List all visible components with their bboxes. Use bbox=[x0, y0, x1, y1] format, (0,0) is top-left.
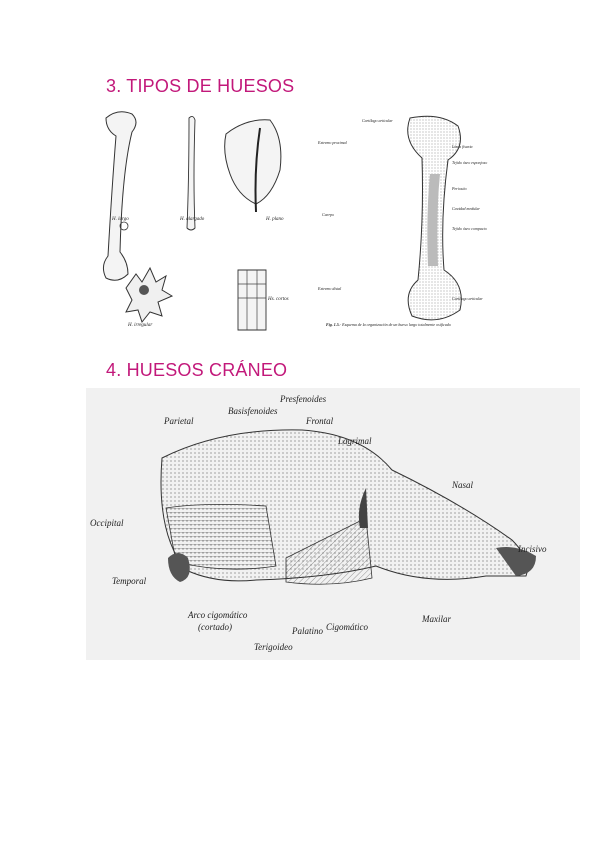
skull-drawing bbox=[160, 429, 536, 585]
label-cigomatico: Cigomático bbox=[326, 622, 368, 632]
label-temporal: Temporal bbox=[112, 576, 147, 586]
label-terigoideo: Terigoideo bbox=[254, 642, 293, 652]
caption-bold: Fig. 1.5.- bbox=[326, 322, 342, 327]
figure-caption: Fig. 1.5.- Esquema de la organización de… bbox=[326, 322, 451, 327]
label-palatino: Palatino bbox=[291, 626, 323, 636]
label-lagrimal: Lagrimal bbox=[337, 436, 372, 446]
section-3-heading: 3. TIPOS DE HUESOS bbox=[106, 76, 295, 96]
label-h-plano: H. plano bbox=[265, 217, 284, 222]
label-tejido-compacto: Tejido óseo compacto bbox=[452, 226, 487, 231]
long-bone-drawing bbox=[102, 111, 137, 281]
label-incisivo: Incisivo bbox=[517, 544, 547, 554]
irregular-bone-drawing bbox=[125, 266, 174, 324]
label-cavidad-medular: Cavidad medular bbox=[452, 206, 480, 211]
label-extremo-proximal: Extremo proximal bbox=[317, 140, 348, 145]
label-parietal: Parietal bbox=[163, 416, 194, 426]
label-h-alargado: H. alargado bbox=[179, 217, 205, 222]
label-arco-cigomatico: Arco cigomático bbox=[187, 610, 248, 620]
label-hs-cortos: Hs. cortos bbox=[267, 297, 289, 302]
label-cartilago-top: Cartílago articular bbox=[362, 118, 393, 123]
bone-types-figure: H. largo H. alargado H. plano H. irregul… bbox=[102, 111, 487, 331]
label-linea-fisaria: Línea fisaria bbox=[451, 144, 473, 149]
label-cortado: (cortado) bbox=[198, 622, 232, 632]
label-h-irregular: H. irregular bbox=[127, 323, 152, 328]
short-bones-drawing bbox=[237, 269, 267, 331]
long-bone-scheme-drawing bbox=[407, 115, 462, 321]
label-occipital: Occipital bbox=[90, 518, 124, 528]
label-cuerpo: Cuerpo bbox=[322, 212, 334, 217]
label-maxilar: Maxilar bbox=[421, 614, 451, 624]
label-cartilago-bottom: Cartílago articular bbox=[452, 296, 483, 301]
flat-bone-drawing bbox=[224, 119, 282, 213]
section-4-heading: 4. HUESOS CRÁNEO bbox=[106, 360, 288, 380]
label-presfenoides: Presfenoides bbox=[279, 394, 327, 404]
label-tejido-esponjoso: Tejido óseo esponjoso bbox=[452, 160, 487, 165]
label-frontal: Frontal bbox=[305, 416, 334, 426]
label-basisfenoides: Basisfenoides bbox=[228, 406, 278, 416]
label-h-largo: H. largo bbox=[111, 217, 129, 222]
label-extremo-distal: Extremo distal bbox=[317, 286, 342, 291]
caption-rest: Esquema de la organización de un hueso l… bbox=[341, 322, 451, 327]
elongated-bone-drawing bbox=[186, 115, 196, 231]
label-nasal: Nasal bbox=[451, 480, 474, 490]
label-periostio: Periostio bbox=[451, 186, 467, 191]
skull-figure: Presfenoides Basisfenoides Parietal Fron… bbox=[86, 388, 580, 660]
